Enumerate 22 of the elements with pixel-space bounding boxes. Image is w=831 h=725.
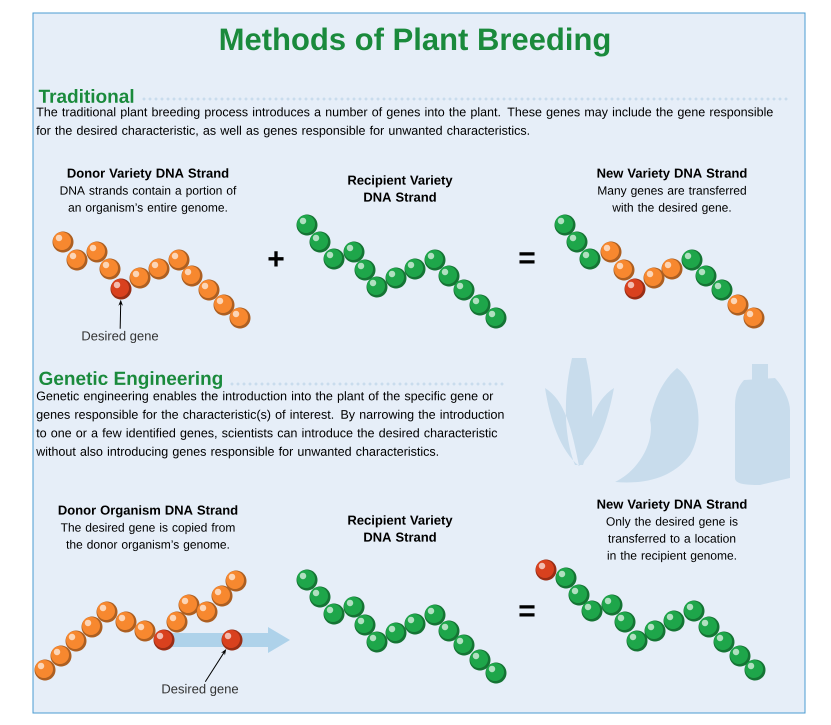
plus-sign: + [268,251,284,266]
strand-description: DNA strands contain a portion of an organism’s entire genome. [60,186,236,214]
gene-bead [110,278,132,300]
gene-label: Desired gene [82,330,158,344]
gene-bead [222,630,242,650]
equals-sign: = [519,252,535,264]
strand-heading: New Variety DNA Strand [598,499,746,512]
strand-heading: Recipient Variety DNA Strand [348,515,453,542]
section-heading: Genetic Engineering [39,371,222,389]
strand-description: The desired gene is copied from the donor organism’s genome. [60,522,235,552]
section-heading: Traditional [38,89,134,103]
strand-description: Many genes are transferred with the desired gene. [598,186,746,214]
strand-heading: Donor Variety DNA Strand [68,168,228,180]
strand-heading: Recipient Variety DNA Strand [348,175,453,202]
title: Methods of Plant Breeding [220,27,610,57]
equals-sign: = [519,605,535,617]
gene-label: Desired gene [162,684,238,696]
intro-paragraph: Genetic engineering enables the introduction into the plant of the specific gene or genes responsible for the characteristic(s) of interest. By narrowing the introduction to one or a few identified genes, scientists can introduce the desired characteristic without also introducing genes responsible for unwanted characteristics. [36,391,504,458]
strand-heading: Donor Organism DNA Strand [58,505,238,518]
intro-paragraph: The traditional plant breeding process introduces a number of genes into the plant. These genes may include the gene responsible for the desired characteristic, as well as genes responsible for unwanted characteristics. [36,107,773,138]
strand-heading: New Variety DNA Strand [598,168,746,180]
strand-description: Only the desired gene is transferred to a location in the recipient genome. [606,516,738,562]
